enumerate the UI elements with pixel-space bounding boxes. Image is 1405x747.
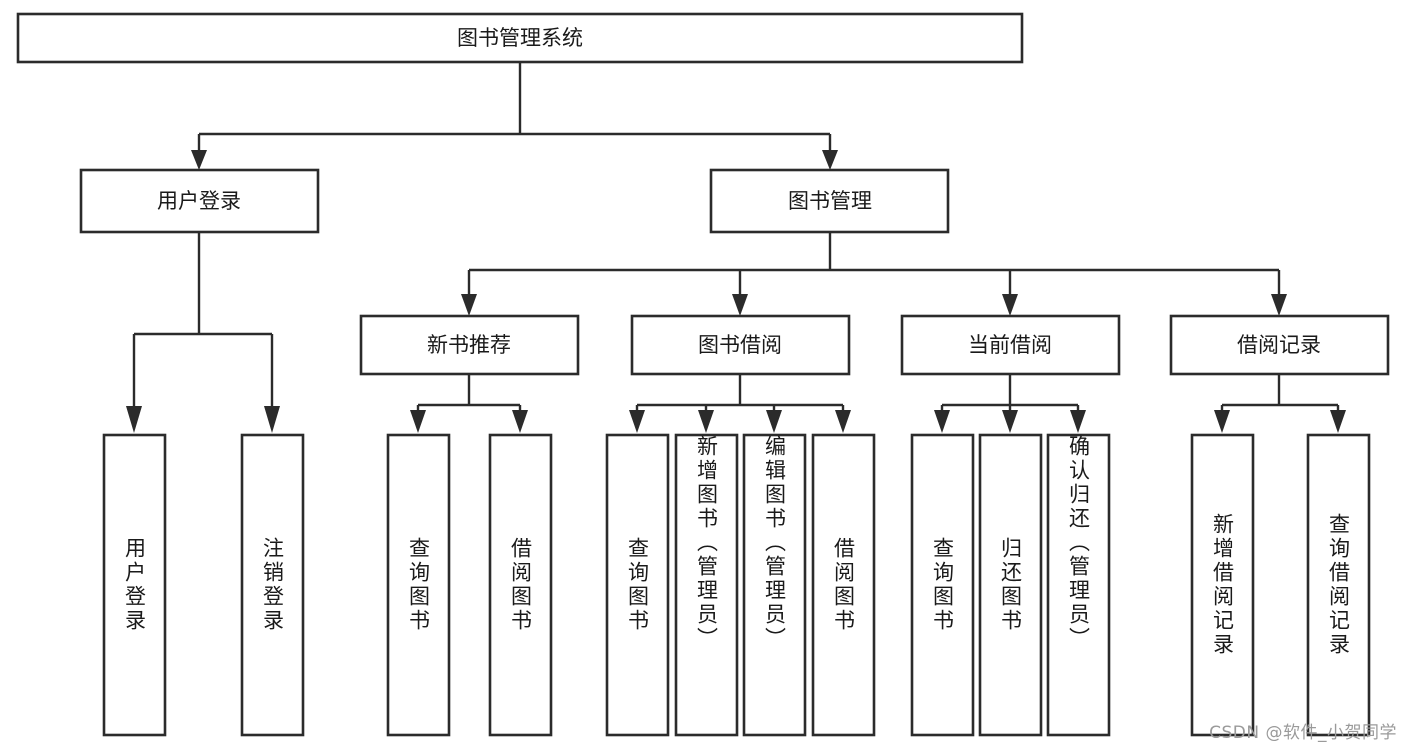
leaf-box-current-borrow-2[interactable] (1046, 433, 1111, 737)
node-current-borrow[interactable]: 当前借阅 (900, 314, 1121, 376)
node-box (79, 168, 320, 234)
leaf-box-borrow-record-0[interactable] (1190, 433, 1255, 737)
leaf-box-user-login-0[interactable] (102, 433, 167, 737)
node-root[interactable]: 图书管理系统 (16, 12, 1024, 64)
connector-borrowrecord-to-leaves (1214, 374, 1346, 433)
leaf-box-user-login-1[interactable] (240, 433, 305, 737)
connector-currentborrow-to-leaves (934, 374, 1086, 433)
leaf-box-new-book-1[interactable] (488, 433, 553, 737)
arrow-head-icon (512, 410, 528, 433)
arrow-head-icon (1330, 410, 1346, 433)
node-label-borrow-record: 借阅记录 (1237, 333, 1321, 357)
connector-booksmgmt-to-level3 (461, 232, 1287, 316)
connector-bookborrow-to-leaves (629, 374, 851, 433)
arrow-head-icon (126, 406, 142, 433)
connector-userlogin-to-leaves (126, 232, 280, 433)
arrow-head-icon (698, 410, 714, 433)
arrow-head-icon (191, 150, 207, 170)
node-label-new-book-recommend: 新书推荐 (427, 333, 511, 357)
arrow-head-icon (1214, 410, 1230, 433)
node-label-book-management: 图书管理 (788, 189, 872, 213)
node-borrow-record[interactable]: 借阅记录 (1169, 314, 1390, 376)
arrow-head-icon (934, 410, 950, 433)
leaf-box-new-book-0[interactable] (386, 433, 451, 737)
arrow-head-icon (461, 294, 477, 316)
node-box (630, 314, 851, 376)
watermark-text: CSDN @软件_小贺同学 (1209, 723, 1397, 743)
leaf-box-book-borrow-0[interactable] (605, 433, 670, 737)
leaf-box-borrow-record-1[interactable] (1306, 433, 1371, 737)
leaf-box-current-borrow-1[interactable] (978, 433, 1043, 737)
leaf-box-book-borrow-2[interactable] (742, 433, 807, 737)
node-label-user-login: 用户登录 (157, 189, 241, 213)
leaf-box-current-borrow-0[interactable] (910, 433, 975, 737)
node-box (359, 314, 580, 376)
arrow-head-icon (1002, 410, 1018, 433)
node-box (900, 314, 1121, 376)
arrow-head-icon (732, 294, 748, 316)
arrow-head-icon (629, 410, 645, 433)
arrow-head-icon (264, 406, 280, 433)
arrow-head-icon (822, 150, 838, 170)
arrow-head-icon (1271, 294, 1287, 316)
node-label-current-borrow: 当前借阅 (968, 333, 1052, 357)
node-box (709, 168, 950, 234)
node-user-login[interactable]: 用户登录 (79, 168, 320, 234)
node-new-book-recommend[interactable]: 新书推荐 (359, 314, 580, 376)
arrow-head-icon (410, 410, 426, 433)
node-box (1169, 314, 1390, 376)
arrow-head-icon (835, 410, 851, 433)
leaf-box-book-borrow-1[interactable] (674, 433, 739, 737)
connector-root-to-level2 (191, 62, 838, 170)
connector-newbook-to-leaves (410, 374, 528, 433)
leaf-box-book-borrow-3[interactable] (811, 433, 876, 737)
node-box (16, 12, 1024, 64)
node-book-management[interactable]: 图书管理 (709, 168, 950, 234)
node-label-root: 图书管理系统 (457, 26, 583, 50)
arrow-head-icon (1002, 294, 1018, 316)
arrow-head-icon (1070, 410, 1086, 433)
node-book-borrow[interactable]: 图书借阅 (630, 314, 851, 376)
node-label-book-borrow: 图书借阅 (698, 333, 782, 357)
arrow-head-icon (766, 410, 782, 433)
